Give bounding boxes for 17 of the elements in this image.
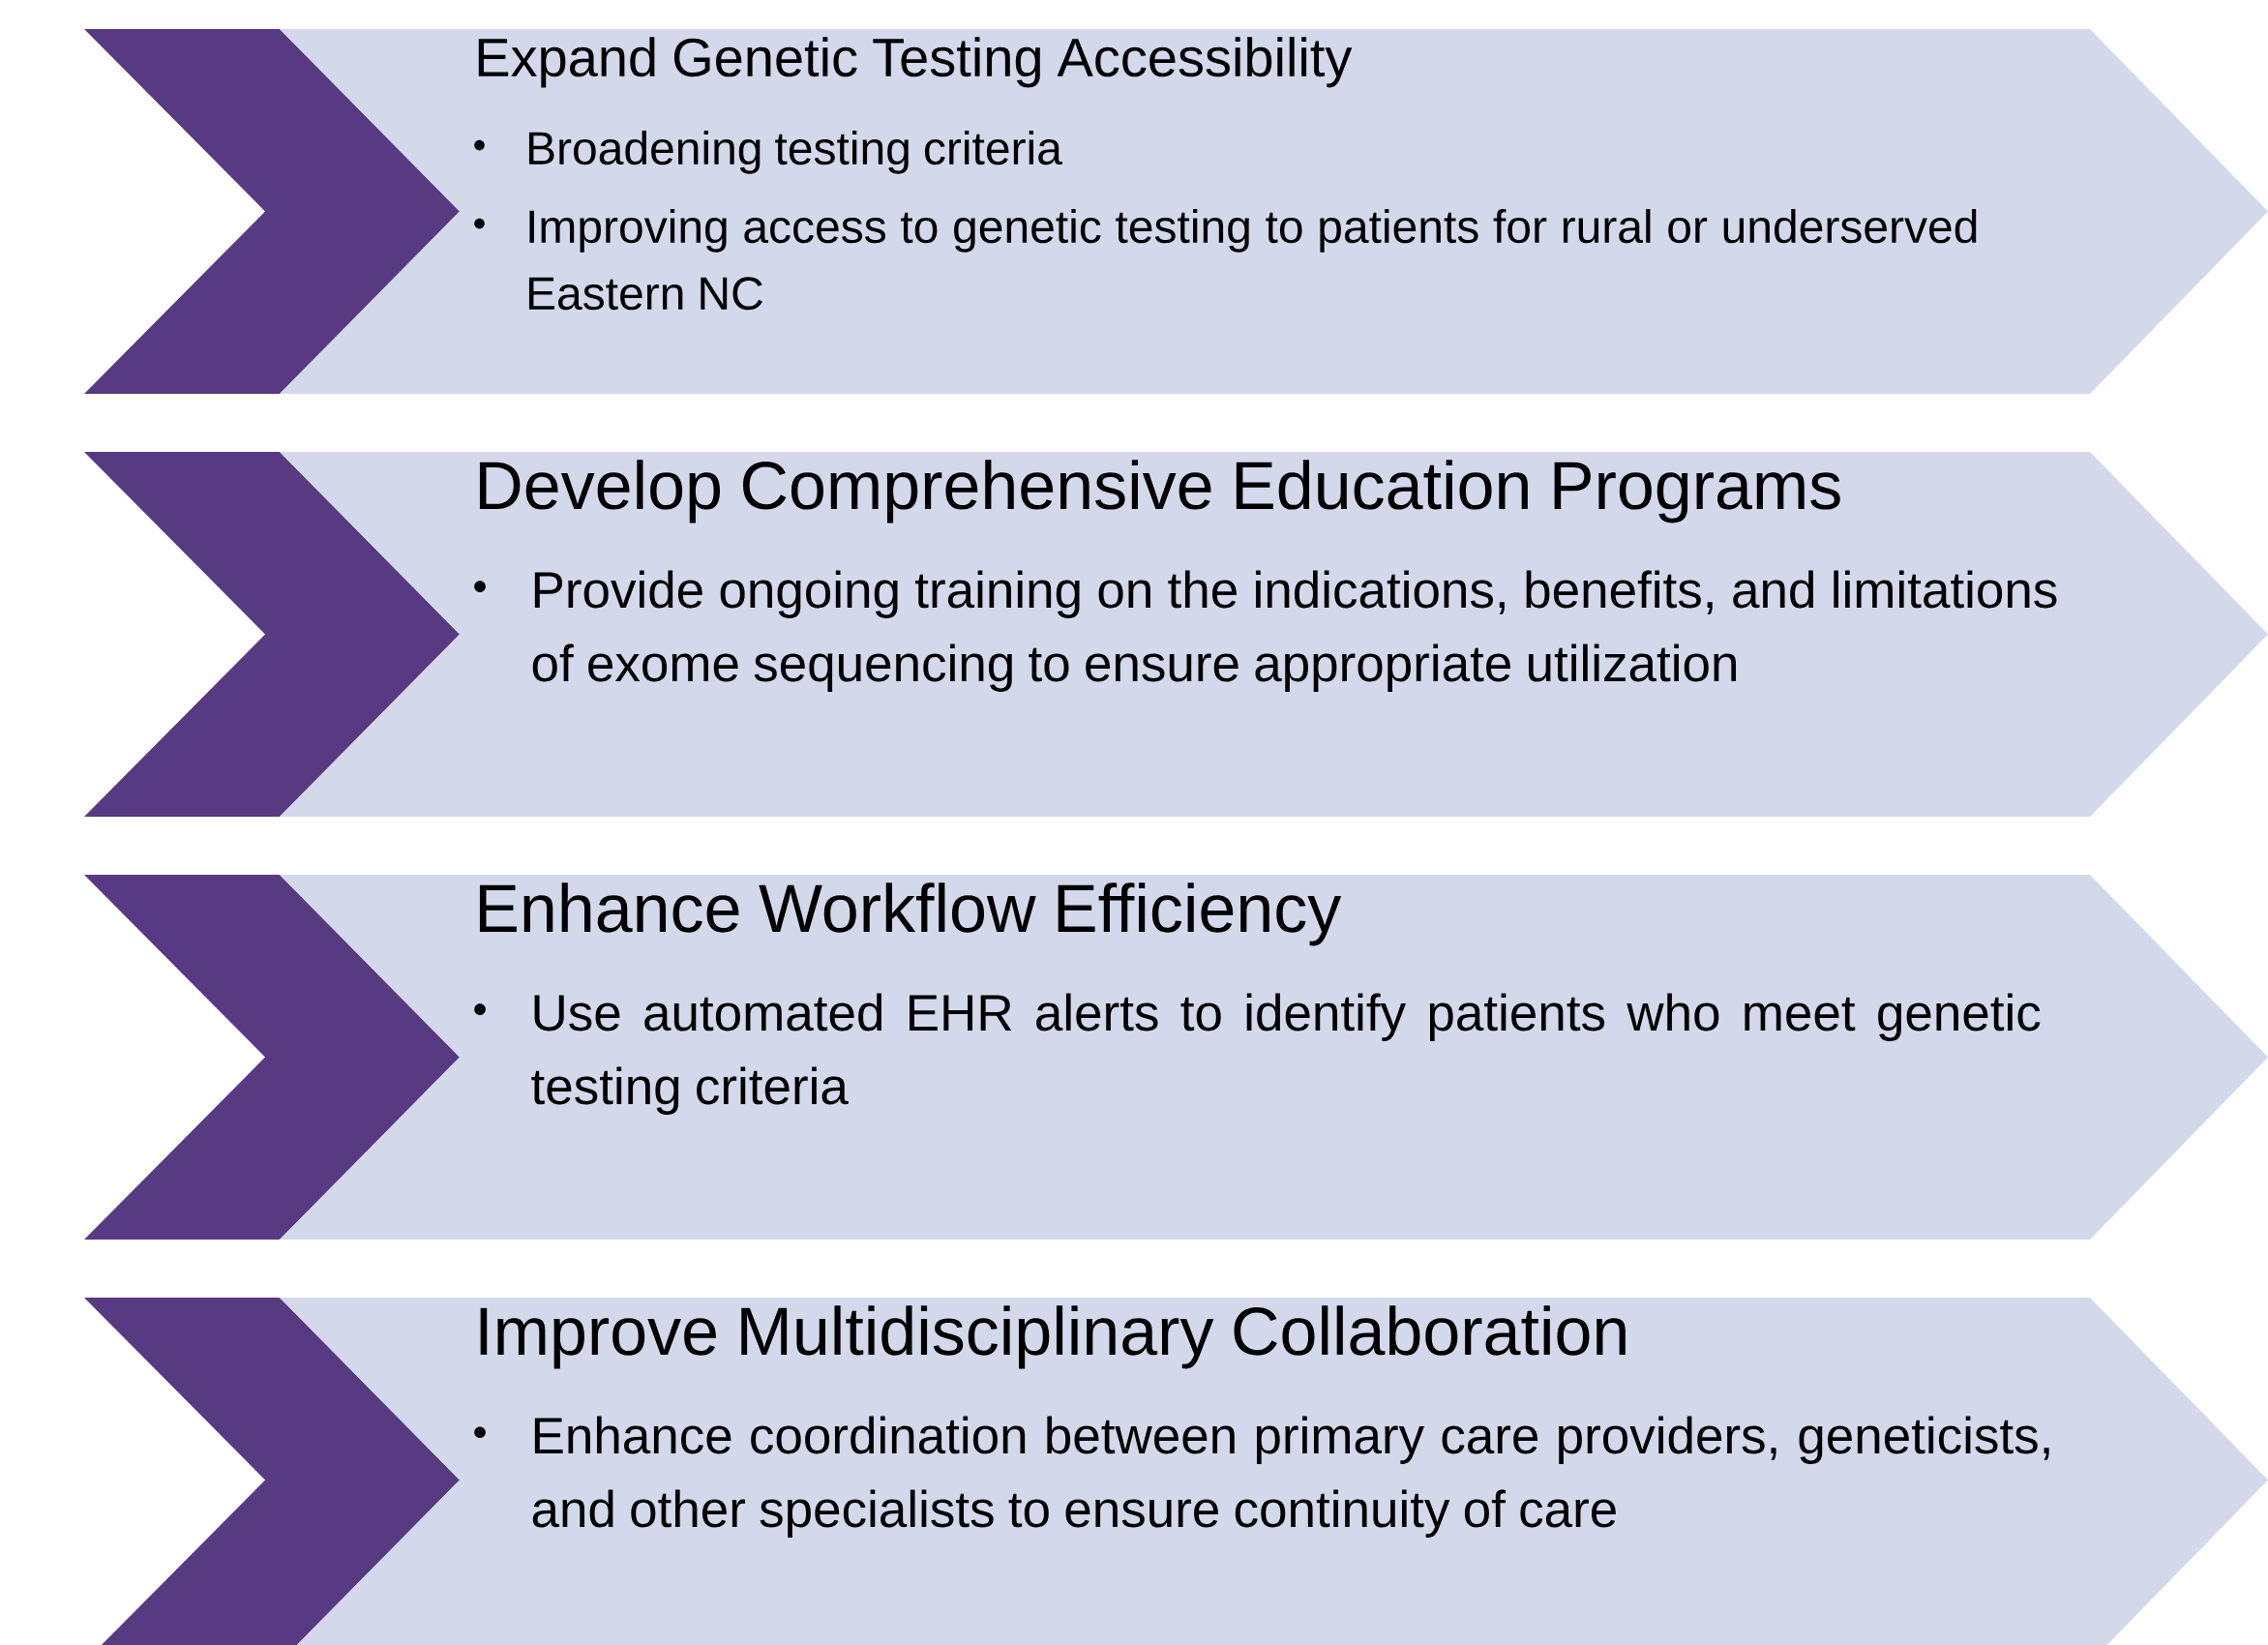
arrow-banner [280,1298,2268,1645]
heading: Develop Comprehensive Education Programs [479,460,1840,523]
heading: Enhance Workflow Efficiency [479,882,1342,946]
arrow-banner [280,452,2268,817]
arrow-banner [280,875,2268,1240]
arrow-banner [280,29,2268,394]
bullet-item: Broadening testing criteria [474,131,1062,174]
heading: Improve Multidisciplinary Collaboration [480,1305,1626,1369]
chevron-shape [84,875,460,1240]
chevron-shape [84,452,460,817]
bullet-item: Improving access to genetic testing to patients for rural or underserved Eastern NC [474,209,1977,311]
bullet-item: Use automated EHR alerts to identify patients who meet genetic testing criteria [474,993,2041,1115]
heading: Expand Genetic Testing Accessibility [478,37,1353,88]
chevron-shape [84,1298,460,1645]
bullet-item: Provide ongoing training on the indications, benefits, and limitations of exome sequencing to ensure appropriate utilization [474,570,2057,692]
chevron-shape [84,29,460,394]
bullet-item: Enhance coordination between primary care providers, geneticists, and other specialists to ensure continuity of care [474,1416,2049,1538]
